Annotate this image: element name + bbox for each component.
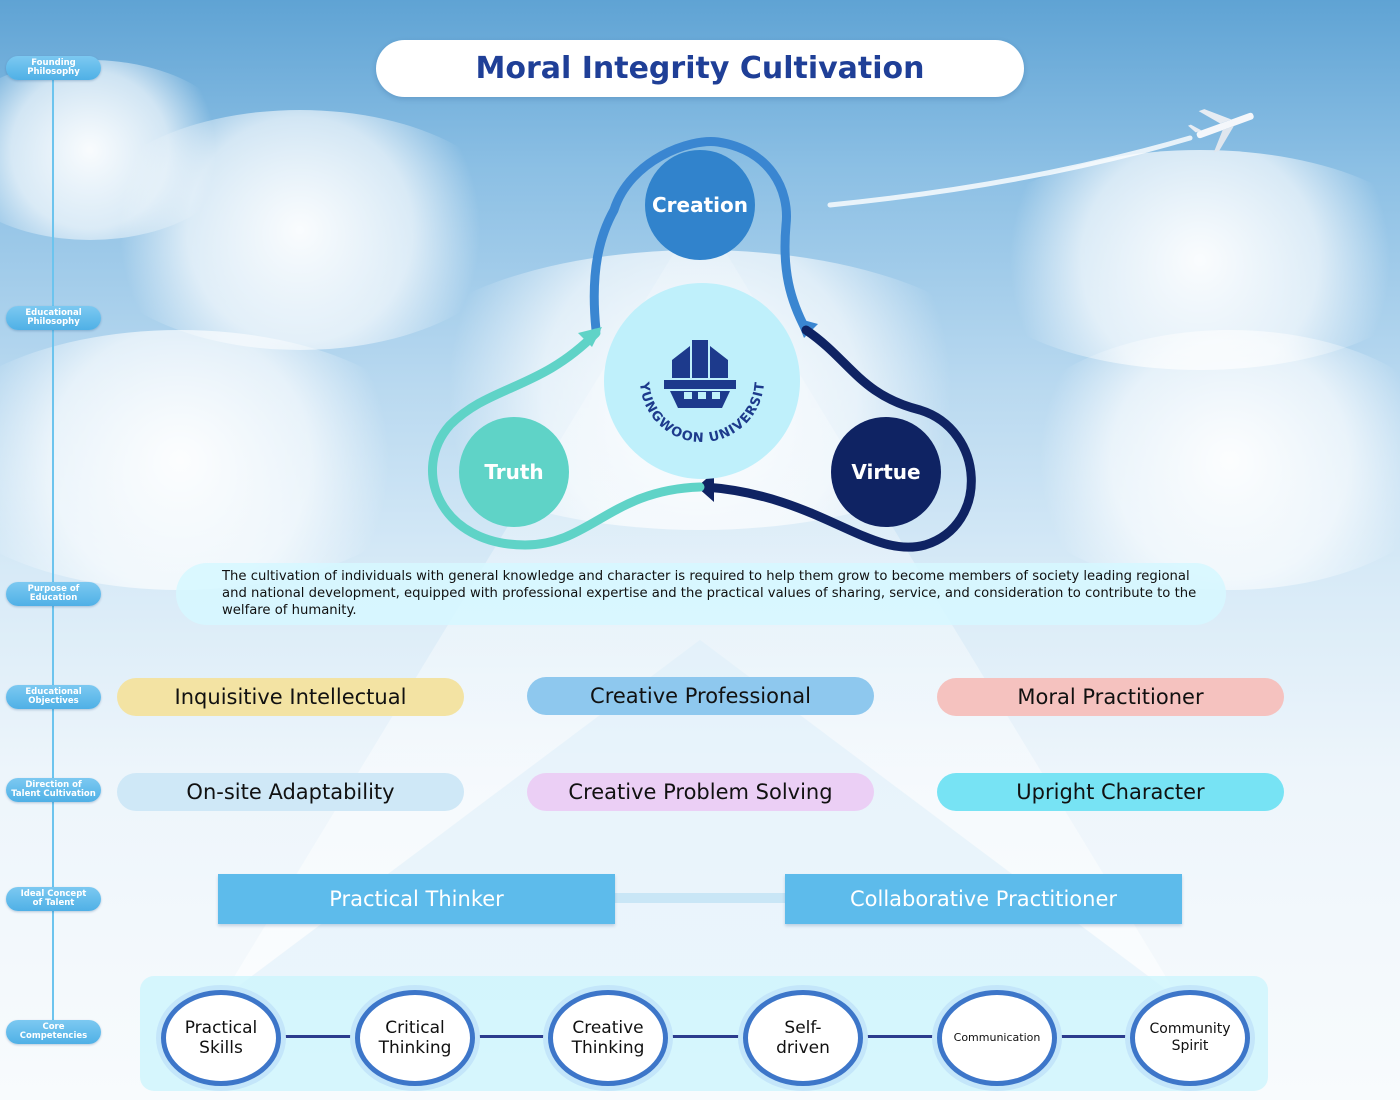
node-truth-label: Truth xyxy=(484,460,543,484)
competency-self-driven: Self- driven xyxy=(743,990,863,1086)
competency-communication: Communication xyxy=(937,990,1057,1086)
objective-inquisitive-intellectual: Inquisitive Intellectual xyxy=(117,678,464,716)
label-ideal-concept-of-talent: Ideal Concept of Talent xyxy=(6,887,101,911)
truth-loop xyxy=(428,328,705,550)
competency-community-spirit: Community Spirit xyxy=(1130,990,1250,1086)
objective-moral-practitioner: Moral Practitioner xyxy=(937,678,1284,716)
ideal-practical-thinker: Practical Thinker xyxy=(218,874,615,924)
competencies-panel xyxy=(140,976,1268,1091)
label-direction-of-talent-cultivation: Direction of Talent Cultivation xyxy=(6,778,101,802)
kyungwoon-logo-icon xyxy=(664,340,736,408)
cloud xyxy=(0,330,440,590)
competencies-connector xyxy=(216,1035,1186,1038)
node-creation-label: Creation xyxy=(652,193,748,217)
cloud xyxy=(1000,330,1400,590)
arrow-icon xyxy=(697,472,714,502)
ideal-connector xyxy=(614,893,786,903)
direction-upright-character: Upright Character xyxy=(937,773,1284,811)
virtue-loop xyxy=(700,325,976,552)
label-core-competencies: Core Competencies xyxy=(6,1020,101,1044)
label-educational-objectives: Educational Objectives xyxy=(6,685,101,709)
competency-creative-thinking: Creative Thinking xyxy=(548,990,668,1086)
arrow-icon xyxy=(578,327,602,347)
node-truth xyxy=(459,417,569,527)
node-creation xyxy=(645,150,755,260)
airplane-icon xyxy=(1188,109,1254,153)
creation-loop xyxy=(589,137,811,335)
node-virtue xyxy=(831,417,941,527)
ideal-collaborative-practitioner: Collaborative Practitioner xyxy=(785,874,1182,924)
purpose-text: The cultivation of individuals with gene… xyxy=(222,569,1197,618)
objective-creative-professional: Creative Professional xyxy=(527,677,874,715)
competency-practical-skills: Practical Skills xyxy=(161,990,281,1086)
left-timeline-line xyxy=(52,68,54,1038)
label-purpose-of-education: Purpose of Education xyxy=(6,582,101,606)
direction-on-site-adaptability: On-site Adaptability xyxy=(117,773,464,811)
direction-creative-problem-solving: Creative Problem Solving xyxy=(527,773,874,811)
purpose-box: The cultivation of individuals with gene… xyxy=(176,563,1226,625)
node-virtue-label: Virtue xyxy=(851,460,920,484)
label-educational-philosophy: Educational Philosophy xyxy=(6,306,101,330)
competency-critical-thinking: Critical Thinking xyxy=(355,990,475,1086)
label-founding-philosophy: Founding Philosophy xyxy=(6,56,101,80)
page-title: Moral Integrity Cultivation xyxy=(376,40,1024,97)
